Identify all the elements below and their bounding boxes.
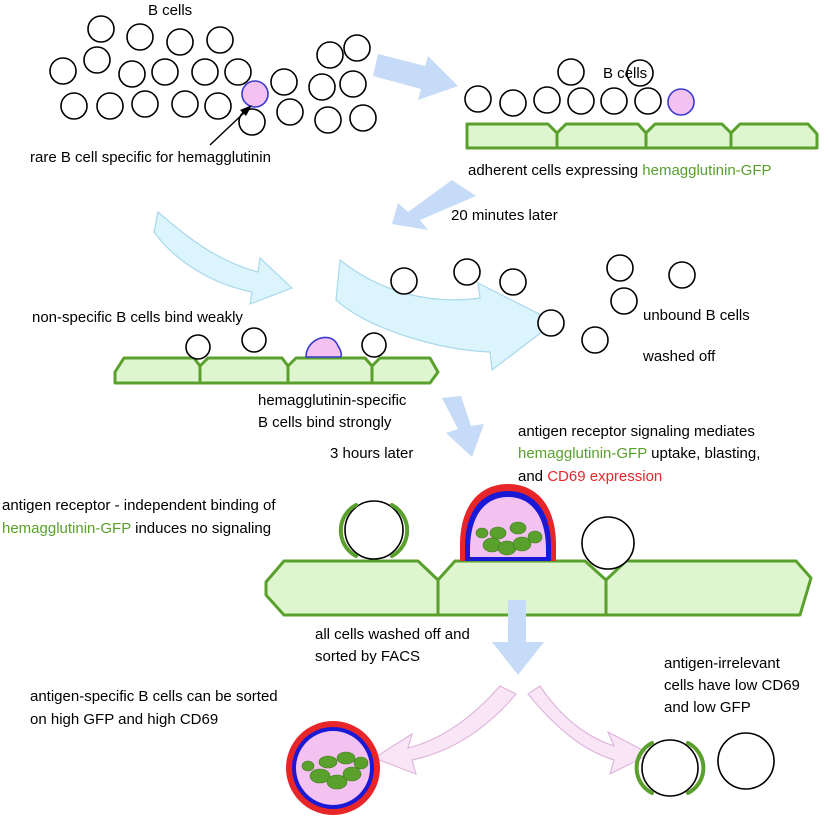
specific-sort-label-line2: on high GFP and high CD69 [30,711,218,728]
irrelevant-label-line3: and low GFP [664,699,751,716]
independent-label-line1: antigen receptor - independent binding o… [2,497,276,514]
washed-sorted-label-line2: sorted by FACS [315,648,420,665]
sorted-antigen-specific-cell [286,721,380,815]
specific-sort-label-line1: antigen-specific B cells can be sorted [30,688,278,705]
sort-arrow-irrelevant [527,685,652,776]
specific-binding-arrow [153,210,294,305]
monolayer-panel4 [264,559,813,617]
three-hours-label: 3 hours later [330,445,413,462]
b-cells-on-monolayer [464,58,695,117]
gfp-bound-nonsignaling-cell [338,500,410,560]
b-cells-label-top: B cells [148,2,192,19]
nonspecific-label: non-specific B cells bind weakly [32,309,243,326]
twenty-minutes-label: 20 minutes later [451,207,558,224]
flow-arrow-2 [392,180,476,230]
signaling-label-line3: and CD69 expression [518,468,662,485]
irrelevant-label-line1: antigen-irrelevant [664,655,781,672]
washed-off-cells [390,254,696,354]
strongly-bound-specific-cell [305,336,343,358]
unbound-label-line1: unbound B cells [643,307,750,324]
sorted-irrelevant-gfp-cell [634,739,706,797]
flow-arrow-4 [492,600,544,675]
independent-label-line2: hemagglutinin-GFP induces no signaling [2,520,271,537]
flow-arrow-1 [373,54,458,100]
unbound-panel4-cell [581,516,635,570]
signaling-label-line2: hemagglutinin-GFP uptake, blasting, [518,445,760,462]
sort-arrow-specific [372,685,517,775]
adherent-cells-label: adherent cells expressing hemagglutinin-… [468,162,772,179]
irrelevant-label-line2: cells have low CD69 [664,677,800,694]
flow-arrow-3 [442,396,484,457]
pointer-arrow-head [240,105,252,116]
ha-specific-label-line2: B cells bind strongly [258,414,392,431]
washed-sorted-label-line1: all cells washed off and [315,626,470,643]
rare-cell-label: rare B cell specific for hemagglutinin [30,149,271,166]
b-cell-pool [49,15,377,136]
unbound-label-line2: washed off [642,348,716,365]
pointer-arrow-line [209,109,248,146]
wash-off-arrow [335,258,557,372]
sorted-irrelevant-cell [717,732,775,790]
signaling-label-line1: antigen receptor signaling mediates [518,423,755,440]
rare-specific-b-cell [241,80,269,108]
monolayer-panel3 [113,356,440,385]
adherent-monolayer [465,122,819,150]
b-cells-label-right: B cells [603,65,647,82]
ha-specific-label-line1: hemagglutinin-specific [258,392,407,409]
activated-blasting-cell [460,484,556,561]
